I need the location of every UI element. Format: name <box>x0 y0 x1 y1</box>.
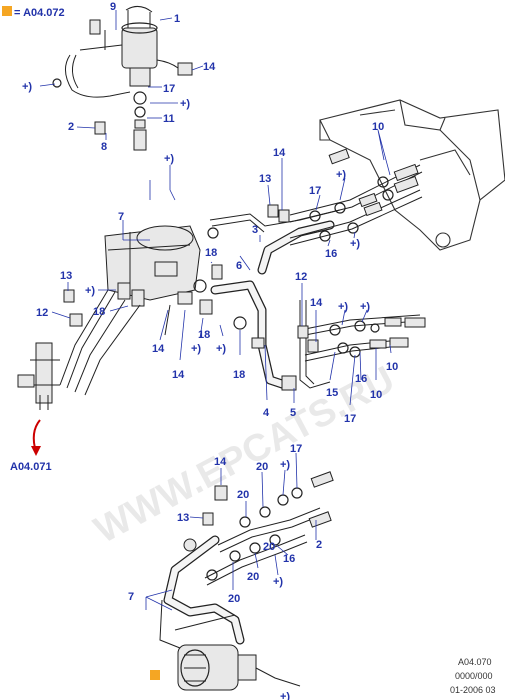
leader-lines <box>39 10 392 611</box>
callout-plus: +) <box>164 153 174 165</box>
callout-20: 20 <box>237 489 249 501</box>
callout-13: 13 <box>177 512 189 524</box>
callout-18: 18 <box>233 369 245 381</box>
callout-3: 3 <box>252 224 258 236</box>
fuel-filter-top <box>52 6 193 151</box>
callout-plus: +) <box>180 98 190 110</box>
footer-code-line2: 0000/000 <box>455 671 493 681</box>
callout-11: 11 <box>163 113 175 125</box>
callout-13: 13 <box>259 173 271 185</box>
callout-12: 12 <box>36 307 48 319</box>
callout-10: 10 <box>386 361 398 373</box>
callout-15: 15 <box>326 387 338 399</box>
callout-plus: +) <box>280 459 290 471</box>
callout-16: 16 <box>355 373 367 385</box>
callout-16: 16 <box>283 553 295 565</box>
callout-17: 17 <box>290 443 302 455</box>
left-pipe-bundle <box>17 289 171 410</box>
callout-14: 14 <box>273 147 286 159</box>
callout-2: 2 <box>68 121 74 133</box>
callout-5: 5 <box>290 407 296 419</box>
callout-plus: +) <box>216 343 226 355</box>
callout-plus: +) <box>22 81 32 93</box>
callout-17: 17 <box>309 185 321 197</box>
callout-20: 20 <box>247 571 259 583</box>
ref-arrow-head <box>31 446 41 456</box>
callout-plus: +) <box>280 691 290 700</box>
bottom-assembly <box>159 471 334 691</box>
connectors-upper-right <box>267 148 423 246</box>
callout-20: 20 <box>263 541 275 553</box>
callout-plus: +) <box>338 301 348 313</box>
callout-12: 12 <box>295 271 307 283</box>
callout-6: 6 <box>236 260 242 272</box>
callout-9: 9 <box>110 1 116 13</box>
callout-plus: +) <box>273 576 283 588</box>
callout-20: 20 <box>256 461 268 473</box>
callout-plus: +) <box>336 169 346 181</box>
callout-8: 8 <box>101 141 107 153</box>
footer-code-line3: 01-2006 03 <box>450 685 496 695</box>
ref-marker-bottom <box>150 670 160 680</box>
callout-4: 4 <box>263 407 270 419</box>
callout-7: 7 <box>128 591 134 603</box>
callout-14: 14 <box>203 61 216 73</box>
callout-plus: +) <box>191 343 201 355</box>
callout-18: 18 <box>93 306 105 318</box>
callout-20: 20 <box>228 593 240 605</box>
callout-17: 17 <box>163 83 175 95</box>
callout-14: 14 <box>310 297 323 309</box>
central-housing <box>104 225 207 307</box>
watermark: WWW.EPCATS.RU <box>88 359 402 552</box>
callout-16: 16 <box>325 248 337 260</box>
ref-text-top[interactable]: = A04.072 <box>14 7 65 19</box>
connectors-middle-right <box>297 314 426 362</box>
ref-text-bottom-left[interactable]: A04.071 <box>10 461 52 473</box>
footer-code-line1: A04.070 <box>458 657 492 667</box>
callout-17: 17 <box>344 413 356 425</box>
callout-2: 2 <box>316 539 322 551</box>
callout-14: 14 <box>152 343 165 355</box>
hose-group-middle <box>199 209 341 391</box>
callout-10: 10 <box>370 389 382 401</box>
engine-outline <box>319 99 505 251</box>
callout-7: 7 <box>118 211 124 223</box>
callout-14: 14 <box>214 456 227 468</box>
callout-18: 18 <box>205 247 217 259</box>
callout-1: 1 <box>174 13 180 25</box>
callout-14: 14 <box>172 369 185 381</box>
ref-marker-top <box>2 6 12 16</box>
callout-13: 13 <box>60 270 72 282</box>
callout-plus: +) <box>350 238 360 250</box>
callout-10: 10 <box>372 121 384 133</box>
callout-plus: +) <box>85 285 95 297</box>
callout-18: 18 <box>198 329 210 341</box>
callout-plus: +) <box>360 301 370 313</box>
callout-labels: 1 9 14 17 +) 11 +) 2 8 10 14 +) 13 17 +)… <box>22 1 398 700</box>
